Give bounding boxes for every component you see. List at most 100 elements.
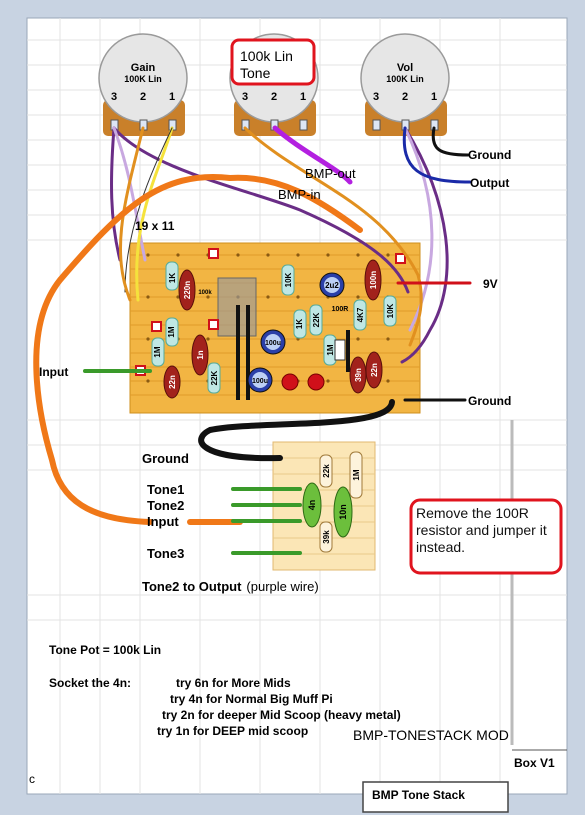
- pad-4: [208, 319, 219, 330]
- note-text: Remove the 100R resistor and jumper it i…: [416, 505, 547, 555]
- svg-text:2u2: 2u2: [325, 281, 339, 290]
- svg-text:10n: 10n: [338, 504, 348, 520]
- label-bmp-in: BMP-in: [278, 187, 321, 202]
- svg-text:1K: 1K: [295, 319, 304, 329]
- label-try6: try 6n for More Mids: [176, 676, 291, 690]
- label-input-tone: Input: [147, 514, 179, 529]
- svg-text:4K7: 4K7: [356, 307, 365, 322]
- cap-100n: 100n: [364, 259, 382, 301]
- svg-text:100n: 100n: [369, 271, 378, 289]
- tone-cap-4n: 4n: [302, 482, 322, 528]
- label-try4: try 4n for Normal Big Muff Pi: [170, 692, 333, 706]
- label-bottom-cut: BMP Tone Stack: [372, 788, 465, 802]
- label-mod-name: BMP-TONESTACK MOD: [353, 727, 509, 743]
- resistor-10k-b: 10K: [383, 295, 397, 327]
- svg-text:22K: 22K: [210, 370, 219, 385]
- gain-pin-2: 2: [140, 91, 146, 103]
- cap-100u-a: 100u: [260, 329, 286, 355]
- tone-pin-3: 3: [242, 91, 248, 103]
- resistor-1k-b: 1K: [293, 309, 307, 339]
- label-9v: 9V: [483, 277, 498, 291]
- label-bmp-out: BMP-out: [305, 166, 356, 181]
- label-tone2-output: Tone2 to Output(purple wire): [142, 579, 319, 594]
- resistor-100r: 100R: [332, 306, 349, 313]
- label-left-c: c: [29, 772, 35, 786]
- cap-220n: 220n: [178, 269, 196, 311]
- svg-text:4n: 4n: [307, 500, 317, 511]
- label-try1: try 1n for DEEP mid scoop: [157, 724, 308, 738]
- gain-pot: Gain 100K Lin 3 2 1: [98, 33, 188, 136]
- label-try2: try 2n for deeper Mid Scoop (heavy metal…: [162, 708, 401, 722]
- svg-text:100u: 100u: [265, 340, 281, 347]
- label-board-size: 19 x 11: [135, 219, 175, 233]
- transistor-1: [281, 373, 299, 391]
- label-output: Output: [470, 176, 509, 190]
- tone-cap-10n: 10n: [333, 486, 353, 538]
- gain-pin-3: 3: [111, 91, 117, 103]
- cap-100u-b: 100u: [247, 367, 273, 393]
- resistor-1m-b: 1M: [151, 337, 165, 367]
- resistor-10k: 10K: [281, 264, 295, 296]
- svg-text:1M: 1M: [167, 326, 176, 337]
- resistor-1m-a: 1M: [165, 317, 179, 347]
- tone-pin-1: 1: [300, 91, 306, 103]
- gain-pin-1: 1: [169, 91, 175, 103]
- cap-1n: 1n: [191, 334, 209, 376]
- cap-39n: 39n: [349, 356, 367, 394]
- label-box-version: Box V1: [514, 756, 555, 770]
- vol-pot-value: 100K Lin: [386, 74, 424, 84]
- vol-pin-3: 3: [373, 91, 379, 103]
- resistor-1m-c: 1M: [323, 334, 337, 366]
- resistor-4k7: 4K7: [353, 299, 367, 331]
- vol-pin-1: 1: [431, 91, 437, 103]
- tone-resistor-22k: 22k: [319, 454, 333, 488]
- label-tone3: Tone3: [147, 546, 184, 561]
- cap-22n-a: 22n: [163, 365, 181, 399]
- gain-pot-value: 100K Lin: [124, 74, 162, 84]
- resistor-22k-b: 22K: [309, 304, 323, 336]
- transistor-2: [307, 373, 325, 391]
- vol-pin-2: 2: [402, 91, 408, 103]
- cap-2u2: 2u2: [319, 272, 345, 298]
- svg-text:10K: 10K: [284, 272, 293, 287]
- resistor-1k-a: 1K: [165, 261, 179, 291]
- vol-pot-title: Vol: [397, 62, 413, 74]
- svg-text:39n: 39n: [354, 368, 363, 382]
- label-socket: Socket the 4n:: [49, 676, 131, 690]
- label-ground-top: Ground: [468, 148, 511, 162]
- label-ground-tone: Ground: [142, 451, 189, 466]
- cap-22n-b: 22n: [365, 351, 383, 389]
- tone-resistor-39k: 39k: [319, 521, 333, 553]
- tone-callout-value: 100k Lin: [240, 48, 293, 64]
- wires: [33, 125, 472, 555]
- pad-5: [395, 253, 406, 264]
- svg-text:22n: 22n: [168, 375, 177, 389]
- svg-text:100u: 100u: [252, 378, 268, 385]
- jumper-removed-100r: [334, 339, 346, 361]
- svg-text:1M: 1M: [153, 346, 162, 357]
- vol-pot: Vol 100K Lin 3 2 1: [360, 33, 450, 136]
- svg-text:39k: 39k: [322, 530, 331, 544]
- svg-text:10K: 10K: [386, 303, 395, 318]
- gain-pot-title: Gain: [131, 62, 156, 74]
- label-tone1: Tone1: [147, 482, 184, 497]
- svg-text:1M: 1M: [352, 469, 361, 480]
- tone-pin-2: 2: [271, 91, 277, 103]
- svg-text:220n: 220n: [183, 281, 192, 299]
- main-stripboard: 1K 1M 1M 10K 1K 22K 22K 1M 4K7 10K 100R …: [129, 242, 421, 414]
- svg-text:22k: 22k: [322, 464, 331, 478]
- resistor-22k-a: 22K: [207, 362, 221, 394]
- bottom-title-box: BMP Tone Stack: [362, 781, 509, 813]
- label-input-main: Input: [39, 365, 68, 379]
- label-tone2: Tone2: [147, 498, 184, 513]
- label-tone-pot: Tone Pot = 100k Lin: [49, 643, 161, 657]
- note-box: Remove the 100R resistor and jumper it i…: [409, 498, 563, 575]
- svg-text:22K: 22K: [312, 312, 321, 327]
- svg-text:22n: 22n: [370, 363, 379, 377]
- pad-2: [151, 321, 162, 332]
- svg-text:1M: 1M: [326, 344, 335, 355]
- svg-text:1K: 1K: [168, 273, 177, 283]
- resistor-100k-small: 100k: [198, 290, 212, 296]
- tone-callout: 100k Lin Tone: [230, 38, 316, 86]
